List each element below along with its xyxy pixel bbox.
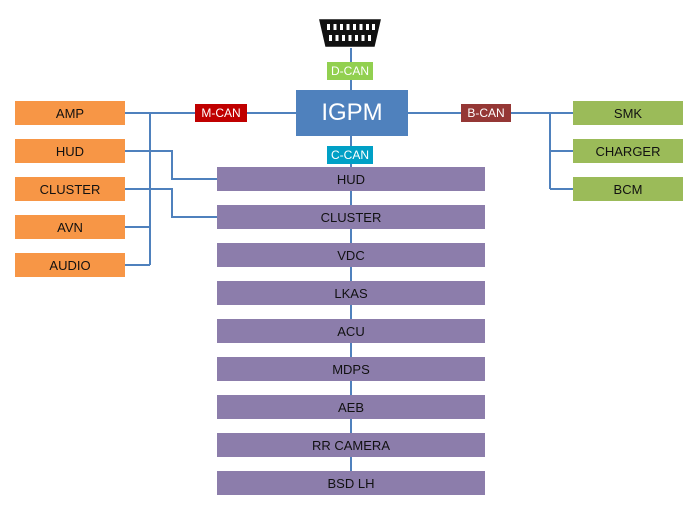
c-can-node-lkas: LKAS <box>217 281 485 305</box>
d-can-label: D-CAN <box>327 62 373 80</box>
hud-crosslink <box>125 150 217 180</box>
m-can-node-hud: HUD <box>15 139 125 163</box>
m-can-node-avn: AVN <box>15 215 125 239</box>
c-can-node-hud: HUD <box>217 167 485 191</box>
b-can-node-smk: SMK <box>573 101 683 125</box>
c-can-node-cluster: CLUSTER <box>217 205 485 229</box>
m-can-label: M-CAN <box>195 104 247 122</box>
c-can-node-vdc: VDC <box>217 243 485 267</box>
c-can-node-aeb: AEB <box>217 395 485 419</box>
b-can-label: B-CAN <box>461 104 511 122</box>
obd-connector-icon <box>319 19 381 47</box>
m-can-node-amp: AMP <box>15 101 125 125</box>
c-can-node-bsd-lh: BSD LH <box>217 471 485 495</box>
cluster-crosslink <box>125 188 217 218</box>
c-can-label: C-CAN <box>327 146 373 164</box>
m-can-node-cluster: CLUSTER <box>15 177 125 201</box>
c-can-node-rr-camera: RR CAMERA <box>217 433 485 457</box>
m-can-node-audio: AUDIO <box>15 253 125 277</box>
b-can-node-charger: CHARGER <box>573 139 683 163</box>
c-can-node-mdps: MDPS <box>217 357 485 381</box>
b-can-node-bcm: BCM <box>573 177 683 201</box>
c-can-node-acu: ACU <box>217 319 485 343</box>
igpm-gateway: IGPM <box>296 90 408 136</box>
